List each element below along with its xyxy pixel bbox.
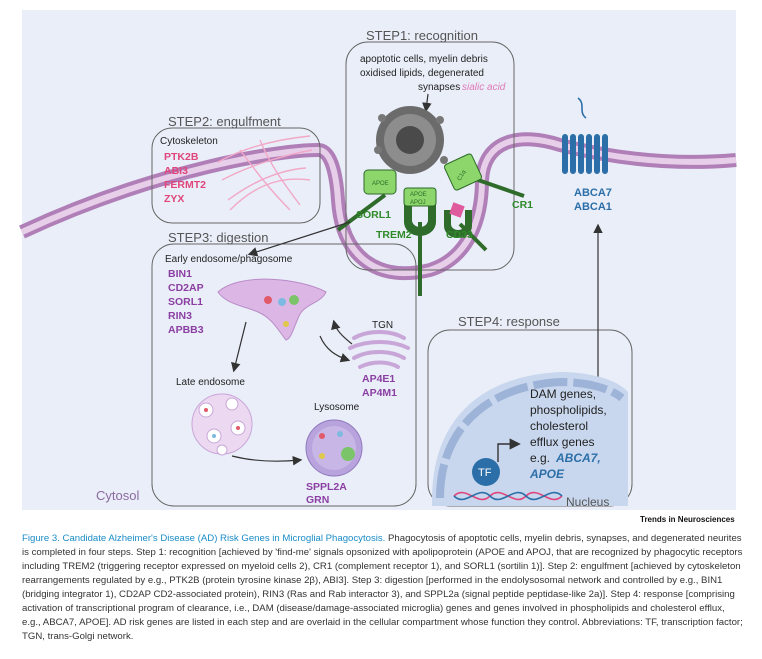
step1-box [345, 41, 515, 271]
cd33-gene: CD33 [446, 229, 473, 241]
sorl1-receptor-icon: APOE [336, 169, 397, 232]
tgn-arrow-in [319, 335, 351, 363]
caption-title: Figure 3. Candidate Alzheimer's Disease … [22, 533, 386, 544]
lysosome-label: Lysosome [314, 402, 360, 413]
step1-title: STEP1: recognition [366, 28, 478, 43]
dam-line-4: efflux genes [530, 435, 595, 449]
tgn-gene-1: AP4E1 [362, 373, 395, 385]
apoe-label: APOE [410, 192, 427, 198]
trem2-gene: TREM2 [376, 229, 412, 241]
tgn-label: TGN [372, 320, 393, 331]
tf-icon [472, 458, 500, 486]
response-apoe: APOE [529, 467, 565, 481]
cytoskeleton-label: Cytoskeleton [160, 136, 218, 147]
step3-title: STEP3: digestion [168, 230, 268, 245]
eg-label: e.g. [530, 451, 550, 465]
recognition-arrow [422, 93, 432, 113]
engulfment-gene-2: ABI3 [164, 165, 188, 177]
tgn-arrow-out [331, 319, 353, 345]
membrane-gene-1: ABCA7 [574, 187, 612, 199]
cell-background [22, 10, 736, 510]
apoptotic-cell-icon [374, 106, 448, 174]
step4-title: STEP4: response [458, 314, 560, 329]
engulfment-gene-3: FERMT2 [164, 179, 206, 191]
abca-transporter-icon [562, 97, 608, 174]
nucleus-label: Nucleus [566, 495, 609, 509]
late-to-lysosome-arrow [231, 455, 303, 466]
journal-logo: Trends in Neurosciences [640, 515, 735, 524]
tgn-icon [348, 330, 410, 369]
early-gene-1: BIN1 [168, 268, 192, 280]
tf-arrow [497, 438, 521, 462]
figure-caption: Figure 3. Candidate Alzheimer's Disease … [22, 532, 744, 644]
early-to-late-arrow [231, 321, 247, 373]
tgn-gene-2: AP4M1 [362, 387, 397, 399]
early-endosome-icon [217, 278, 327, 341]
dam-line-3: cholesterol [530, 419, 588, 433]
c1q-label: C1q [457, 170, 468, 183]
apoe-small-label: APOE [372, 181, 389, 187]
apoj-label: APOJ [410, 200, 426, 206]
membrane-gene-2: ABCA1 [574, 201, 612, 213]
trem2-receptor-icon: APOE APOJ [403, 187, 437, 296]
cr1-gene: CR1 [512, 199, 533, 211]
dna-icon [453, 491, 563, 501]
sialic-acid-label: sialic acid [462, 82, 506, 93]
lysosome-gene-2: GRN [306, 494, 329, 506]
dam-line-2: phospholipids, [530, 403, 607, 417]
early-gene-4: RIN3 [168, 310, 192, 322]
engulfment-gene-4: ZYX [164, 193, 184, 205]
recognition-text-2: oxidised lipids, degenerated [360, 68, 484, 79]
cytosol-label: Cytosol [96, 488, 139, 503]
early-endosome-label: Early endosome/phagosome [165, 254, 293, 265]
step2-box [151, 127, 321, 224]
cytoskeleton-fibers-icon [217, 135, 313, 211]
cd33-receptor-icon [444, 202, 488, 252]
engulfment-arrow [247, 221, 351, 257]
tf-label: TF [478, 467, 492, 479]
lysosome-icon [305, 419, 363, 477]
recognition-text-3: synapses [418, 82, 460, 93]
caption-body: Phagocytosis of apoptotic cells, myelin … [22, 533, 743, 642]
dam-line-1: DAM genes, [530, 387, 596, 401]
early-gene-2: CD2AP [168, 282, 204, 294]
late-endosome-label: Late endosome [176, 377, 245, 388]
response-abca7: ABCA7, [555, 451, 601, 465]
early-gene-3: SORL1 [168, 296, 203, 308]
lysosome-gene-1: SPPL2A [306, 481, 347, 493]
engulfment-gene-1: PTK2B [164, 151, 199, 163]
late-endosome-icon [191, 393, 253, 456]
early-gene-5: APBB3 [168, 324, 204, 336]
step2-title: STEP2: engulfment [168, 114, 281, 129]
sorl1-gene: SORL1 [356, 209, 391, 221]
recognition-text-1: apoptotic cells, myelin debris [360, 54, 488, 65]
step3-box [151, 243, 417, 507]
cr1-receptor-icon: C1q [443, 153, 525, 198]
